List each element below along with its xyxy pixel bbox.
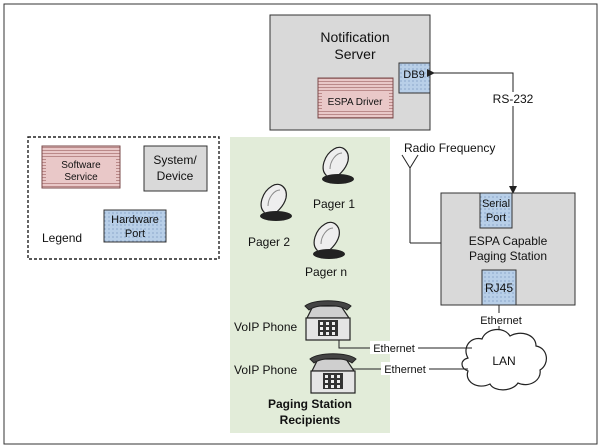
serial-port-label-1: Serial (482, 198, 510, 210)
antenna-icon (401, 154, 441, 244)
recipients-label-2: Recipients (280, 413, 341, 427)
legend-hardware-swatch (103, 209, 167, 243)
pager-2-label: Pager 2 (248, 235, 290, 249)
recipients-label-1: Paging Station (268, 397, 352, 411)
serial-port (479, 192, 513, 229)
legend-software-label-2: Service (64, 172, 98, 183)
rs232-label: RS-232 (493, 92, 534, 106)
ethernet-phone2-label-bg (381, 362, 429, 375)
legend-software-label-bg (46, 157, 116, 183)
notification-server-label-2: Server (334, 46, 376, 62)
voip-phone-2-icon (309, 353, 357, 394)
rj45-port (481, 269, 517, 306)
ethernet-phone1-label: Ethernet (373, 343, 415, 355)
legend-hardware-label-1: Hardware (111, 214, 159, 226)
rj45-label: RJ45 (485, 281, 513, 295)
legend-software-label-1: Software (61, 160, 101, 171)
db9-label: DB9 (403, 69, 424, 81)
radio-frequency-label: Radio Frequency (404, 141, 495, 155)
lan-cloud (461, 329, 547, 391)
legend-title: Legend (42, 231, 82, 245)
legend-system-label-2: Device (157, 169, 194, 183)
notification-server-label-1: Notification (320, 29, 389, 45)
ethernet-phone2-label: Ethernet (384, 364, 426, 376)
voip-phone-1-icon (304, 300, 352, 341)
lan-label: LAN (492, 354, 515, 368)
voip-phone-1-label: VoIP Phone (234, 320, 297, 334)
espa-driver-label: ESPA Driver (328, 97, 383, 108)
espa-driver-label-bg (322, 91, 389, 111)
recipients-zone (230, 137, 390, 433)
legend-box (27, 136, 220, 260)
rs232-label-bg (488, 92, 540, 106)
rs232-connection (427, 69, 517, 194)
legend-hardware-label-2: Port (125, 228, 145, 240)
outer-frame (3, 3, 598, 445)
legend-system-label-1: System/ (153, 153, 197, 167)
ethernet-phone1-label-bg (370, 341, 418, 354)
db9-port (398, 62, 431, 94)
serial-port-label-2: Port (486, 212, 506, 224)
pager-1-label: Pager 1 (313, 197, 355, 211)
voip-phone-2-label: VoIP Phone (234, 363, 297, 377)
legend-system-swatch (143, 145, 208, 192)
paging-station-label-2: Paging Station (469, 249, 547, 263)
pager-n-label: Pager n (305, 265, 347, 279)
ethernet-station-label: Ethernet (480, 315, 522, 327)
paging-station-label-1: ESPA Capable (469, 234, 548, 248)
ethernet-station-label-bg (477, 313, 525, 326)
